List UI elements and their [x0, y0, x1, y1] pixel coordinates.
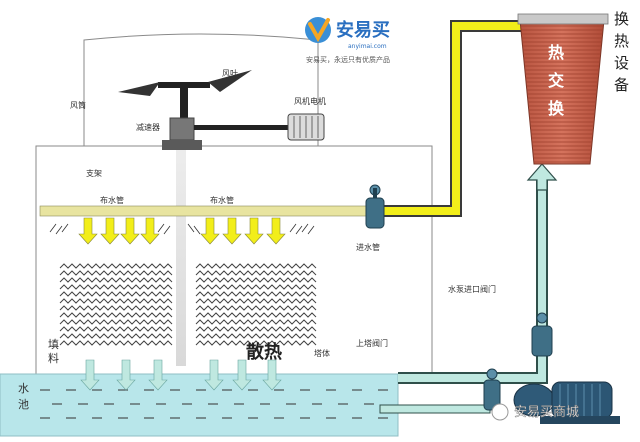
label-hx-char-1: 热 [548, 43, 564, 62]
pump-inlet-valve [531, 312, 553, 357]
label-heat-dissipation: 散热 [246, 341, 282, 363]
fill-zigzag-row [59, 263, 173, 269]
label-tower-valve: 上塔阀门 [356, 338, 388, 348]
label-equipment-char-1: 换 [614, 10, 629, 28]
heat-exchanger-lines [520, 25, 604, 163]
tower-body [35, 145, 433, 377]
fill-zigzag-row [195, 340, 317, 346]
watermark: 安易买商城 [491, 403, 579, 421]
fill-zigzag-row [59, 333, 173, 339]
label-inlet-pipe: 进水管 [356, 242, 380, 252]
fan-motor-fins [293, 116, 319, 138]
fill-zigzag-row [59, 270, 173, 276]
motor-shaft [194, 125, 290, 130]
label-equipment-char-4: 备 [614, 76, 629, 94]
label-equipment-char-3: 设 [614, 54, 629, 72]
water-pool [0, 373, 399, 437]
fill-zigzag-row [59, 277, 173, 283]
label-fill-char-1: 填 [48, 337, 59, 351]
fill-zigzag-row [195, 270, 317, 276]
fill-zigzag-row [195, 291, 317, 297]
center-water-jet [176, 150, 186, 366]
watermark-text: 安易买商城 [514, 405, 579, 420]
inlet-valve [365, 184, 385, 229]
fill-zigzag-row [59, 326, 173, 332]
brand-logo: 安易买 anyimai.com 安易买，永远只有优质产品 [305, 17, 390, 64]
water-pump [513, 381, 620, 424]
fan-shaft [180, 86, 188, 128]
fill-zigzag-row [59, 312, 173, 318]
fill-zigzag-row [59, 298, 173, 304]
fill-zigzag-row [59, 305, 173, 311]
fill-media [59, 263, 317, 346]
fan-hub-bar [158, 82, 210, 88]
fill-zigzag-row [195, 333, 317, 339]
label-fan-shroud: 风筒 [70, 100, 86, 110]
fill-zigzag-row [59, 291, 173, 297]
fill-zigzag-row [195, 298, 317, 304]
label-spray-pipe-left: 布水管 [100, 195, 124, 205]
fill-zigzag-row [195, 312, 317, 318]
fill-zigzag-row [195, 305, 317, 311]
fan-blade-left [118, 82, 160, 96]
label-fan-blade: 风叶 [222, 69, 238, 78]
fill-zigzag-row [195, 326, 317, 332]
label-pump-inlet-valve: 水泵进口阀门 [448, 284, 496, 294]
brand-slogan: 安易买，永远只有优质产品 [306, 55, 390, 64]
label-equipment-char-2: 热 [614, 32, 629, 50]
label-hx-char-3: 换 [548, 99, 565, 118]
label-fan-motor: 风机电机 [294, 96, 326, 106]
fill-zigzag-row [195, 284, 317, 290]
fill-zigzag-row [195, 319, 317, 325]
fill-zigzag-row [59, 319, 173, 325]
falling-water-arrows [80, 359, 282, 391]
reducer-base [162, 140, 202, 150]
fill-zigzag-row [195, 277, 317, 283]
fan-blade-right [208, 70, 252, 92]
spray-arrows [78, 217, 286, 245]
brand-name: 安易买 [336, 19, 390, 41]
label-frame: 支架 [86, 168, 102, 178]
spray-mist [49, 223, 315, 235]
brand-url: anyimai.com [348, 43, 387, 50]
label-tower-body: 塔体 [314, 348, 330, 358]
label-fill-char-2: 料 [48, 351, 59, 365]
label-spray-pipe-right: 布水管 [210, 195, 234, 205]
fill-zigzag-row [195, 263, 317, 269]
heat-exchanger-header [517, 13, 609, 25]
fill-zigzag-row [59, 284, 173, 290]
label-pool-char-1: 水 [18, 382, 29, 395]
pool-dashes [40, 389, 388, 419]
label-pool-char-2: 池 [18, 398, 29, 411]
label-reducer: 减速器 [136, 122, 160, 132]
flow-up-arrow [526, 163, 558, 191]
fill-zigzag-row [59, 340, 173, 346]
label-hx-char-2: 交 [548, 71, 564, 90]
